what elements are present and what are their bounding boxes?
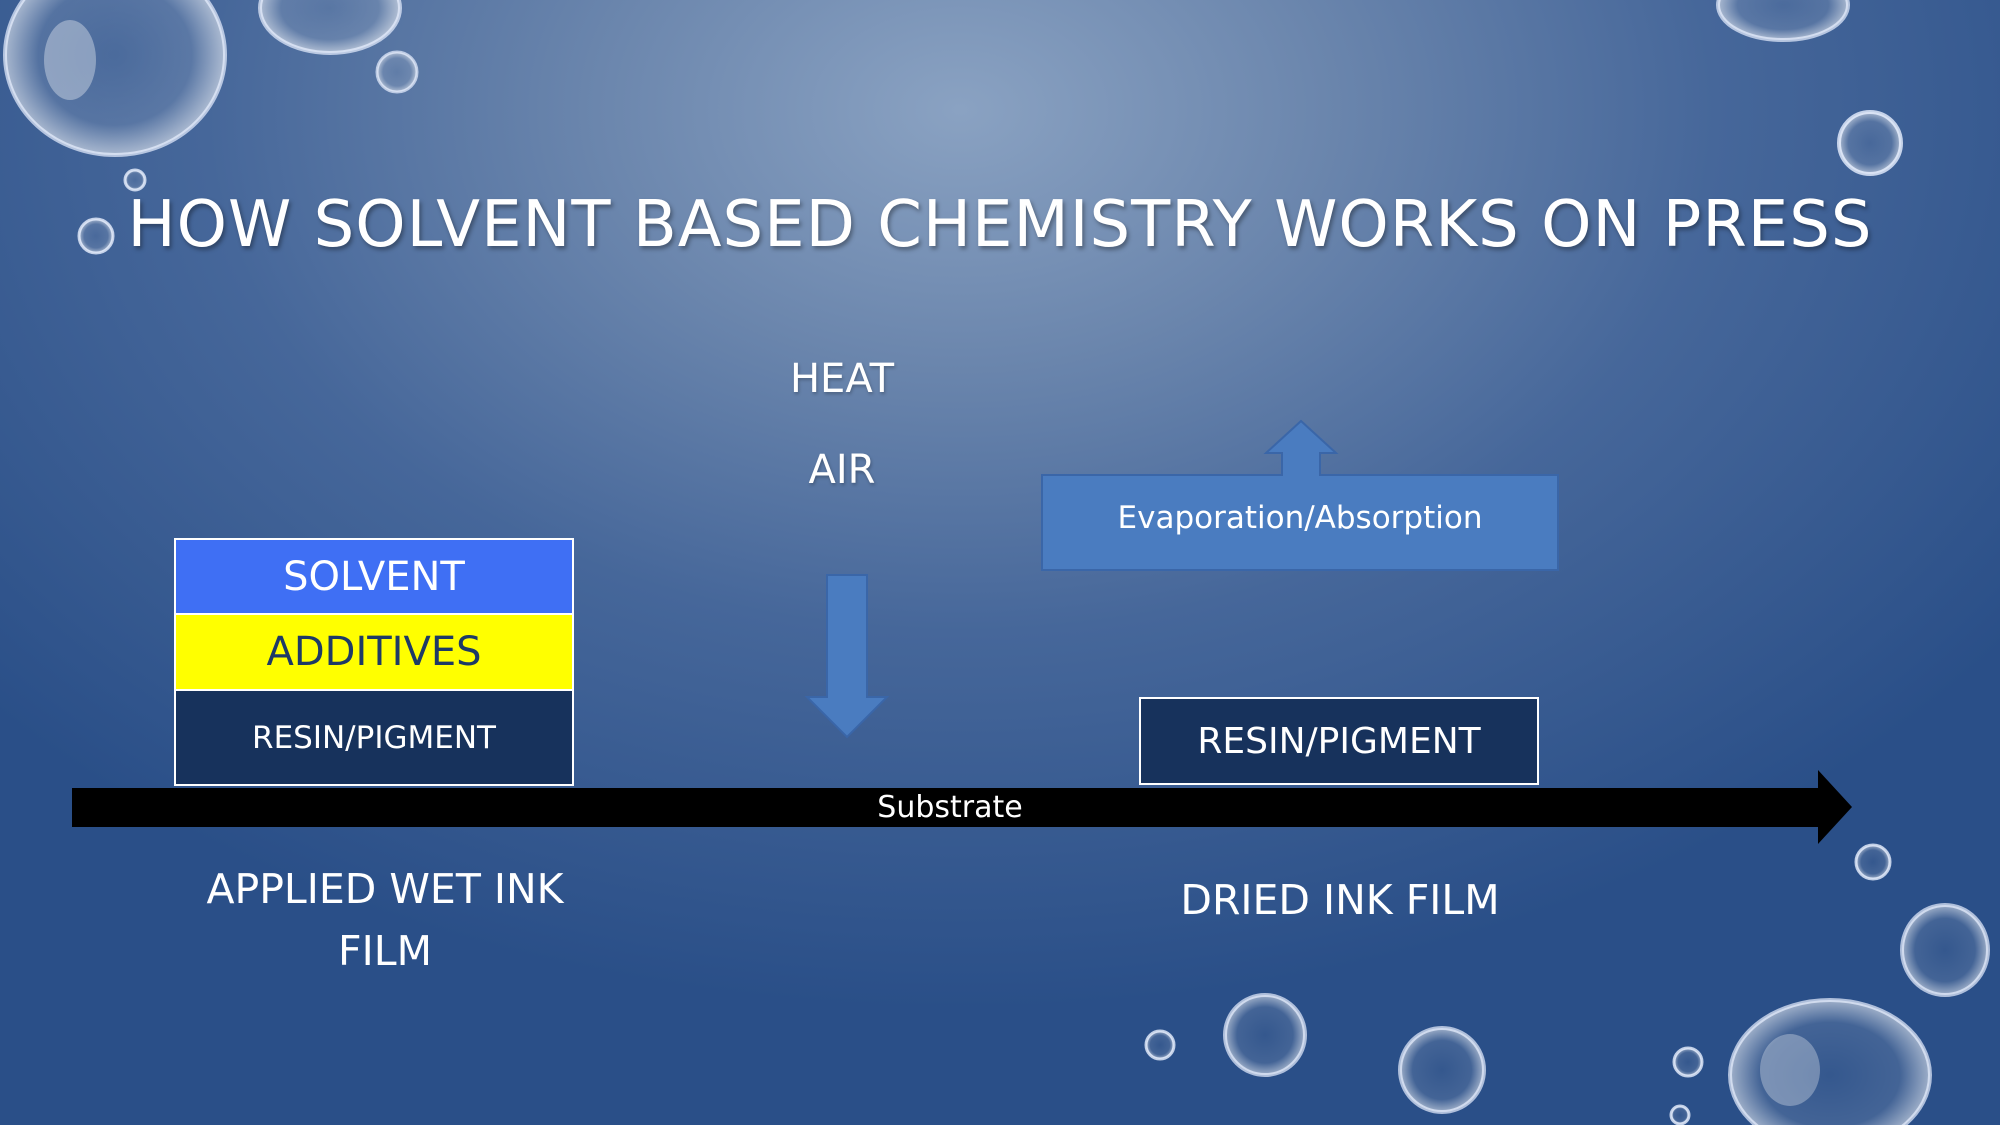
solvent-layer: SOLVENT [176,540,572,615]
air-label: AIR [808,447,876,493]
water-droplets-decoration [3,0,1990,1125]
applied-wet-ink-caption: APPLIED WET INK FILM [206,865,564,975]
dried-ink-caption: DRIED INK FILM [1180,876,1500,924]
page-title: HOW SOLVENT BASED CHEMISTRY WORKS ON PRE… [127,188,1873,262]
dried-resin-pigment-layer: RESIN/PIGMENT [1139,697,1539,785]
heat-label: HEAT [789,356,895,402]
down-arrow-icon [804,574,890,739]
evaporation-arrow-callout [1041,419,1559,571]
resin-pigment-layer: RESIN/PIGMENT [176,691,572,784]
substrate-arrow [72,770,1852,844]
evaporation-label: Evaporation/Absorption [1117,500,1483,536]
additives-layer: ADDITIVES [176,615,572,691]
wet-ink-stack: SOLVENT ADDITIVES RESIN/PIGMENT [174,538,574,786]
substrate-label: Substrate [877,790,1023,825]
